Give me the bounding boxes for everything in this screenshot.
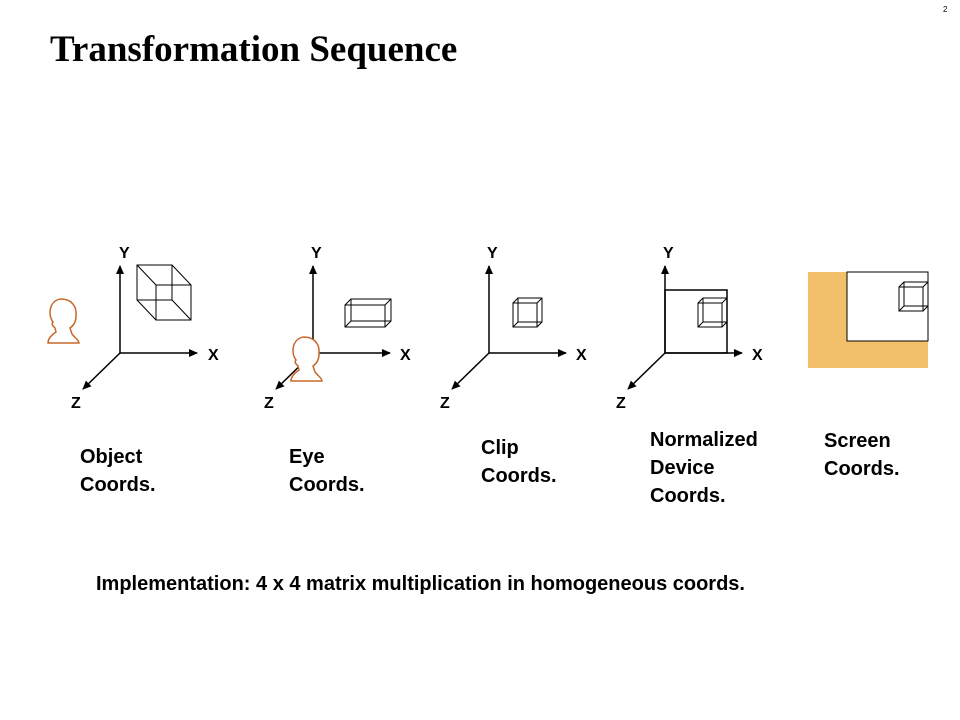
caption-line: Normalized <box>650 429 758 451</box>
cube-screen <box>898 281 929 312</box>
caption-clip-coords: Clip Coords. <box>481 434 557 490</box>
caption-line: Coords. <box>824 458 900 480</box>
caption-eye-coords: Eye Coords. <box>289 443 365 499</box>
implementation-note: Implementation: 4 x 4 matrix multiplicat… <box>96 573 745 595</box>
z-axis <box>451 352 490 390</box>
x-axis-label: X <box>400 347 411 364</box>
z-axis-label: Z <box>264 395 274 412</box>
screen-viewport <box>846 271 929 342</box>
y-axis-label: Y <box>487 245 498 262</box>
caption-line: Device <box>650 457 715 479</box>
z-axis-label: Z <box>616 395 626 412</box>
cube-object <box>136 264 192 321</box>
y-axis-label: Y <box>119 245 130 262</box>
axes-clip-coords <box>451 265 567 390</box>
x-axis-label: X <box>576 347 587 364</box>
y-axis-label: Y <box>311 245 322 262</box>
caption-line: Eye <box>289 446 325 468</box>
page-number: 2 <box>943 5 948 14</box>
z-axis-label: Z <box>71 395 81 412</box>
caption-object-coords: Object Coords. <box>80 443 156 499</box>
caption-line: Coords. <box>289 474 365 496</box>
y-axis-label: Y <box>663 245 674 262</box>
caption-line: Coords. <box>80 474 156 496</box>
axes-ndc <box>627 265 743 390</box>
axes-object-coords <box>82 265 198 390</box>
cube-ndc <box>697 297 728 328</box>
head-icon <box>47 298 80 344</box>
head-icon <box>290 336 323 382</box>
caption-line: Object <box>80 446 143 468</box>
caption-ndc: Normalized Device Coords. <box>650 426 758 510</box>
x-axis-label: X <box>208 347 219 364</box>
caption-line: Screen <box>824 430 891 452</box>
caption-screen-coords: Screen Coords. <box>824 427 900 483</box>
caption-line: Coords. <box>481 465 557 487</box>
cube-clip <box>512 297 543 328</box>
cube-eye <box>344 298 392 328</box>
caption-line: Clip <box>481 437 519 459</box>
x-axis-label: X <box>752 347 763 364</box>
slide-title: Transformation Sequence <box>50 29 458 70</box>
z-axis <box>82 352 121 390</box>
caption-line: Coords. <box>650 485 726 507</box>
z-axis <box>627 352 666 390</box>
z-axis-label: Z <box>440 395 450 412</box>
